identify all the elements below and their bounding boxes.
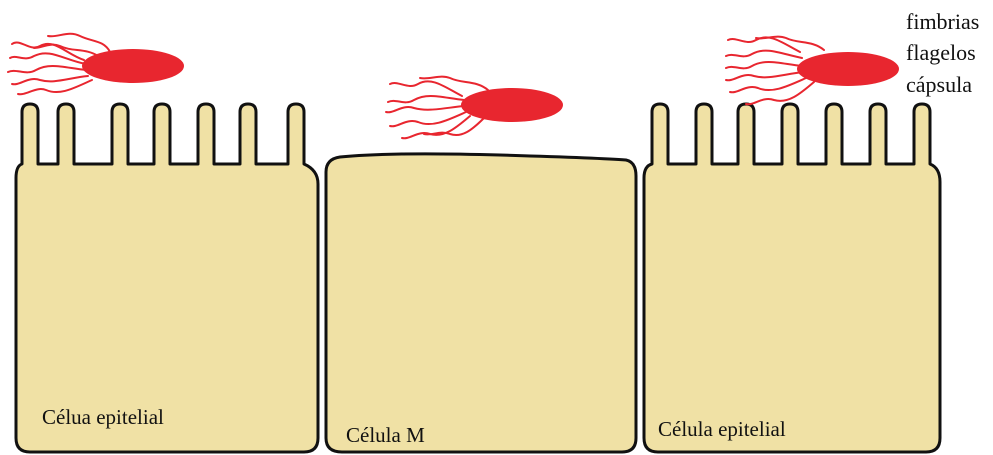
- bacterium-icon: [8, 34, 184, 95]
- legend-flagelos: flagelos: [906, 40, 976, 65]
- label-epithelial-cell-right: Célula epitelial: [658, 417, 786, 441]
- label-m-cell: Célula M: [346, 423, 425, 447]
- legend-fimbrias: fimbrias: [906, 9, 979, 34]
- epithelial-cell-right: [644, 104, 940, 452]
- bacterium-body: [797, 52, 899, 86]
- m-cell: [326, 154, 636, 452]
- epithelial-cell-left: [16, 104, 318, 452]
- label-epithelial-cell-left: Célua epitelial: [42, 405, 164, 429]
- bacterium-icon: [386, 77, 563, 139]
- legend-capsula: cápsula: [906, 72, 972, 97]
- bacterium-body: [82, 49, 184, 83]
- bacterium-body: [461, 88, 563, 122]
- bacterium-icon: [726, 37, 899, 105]
